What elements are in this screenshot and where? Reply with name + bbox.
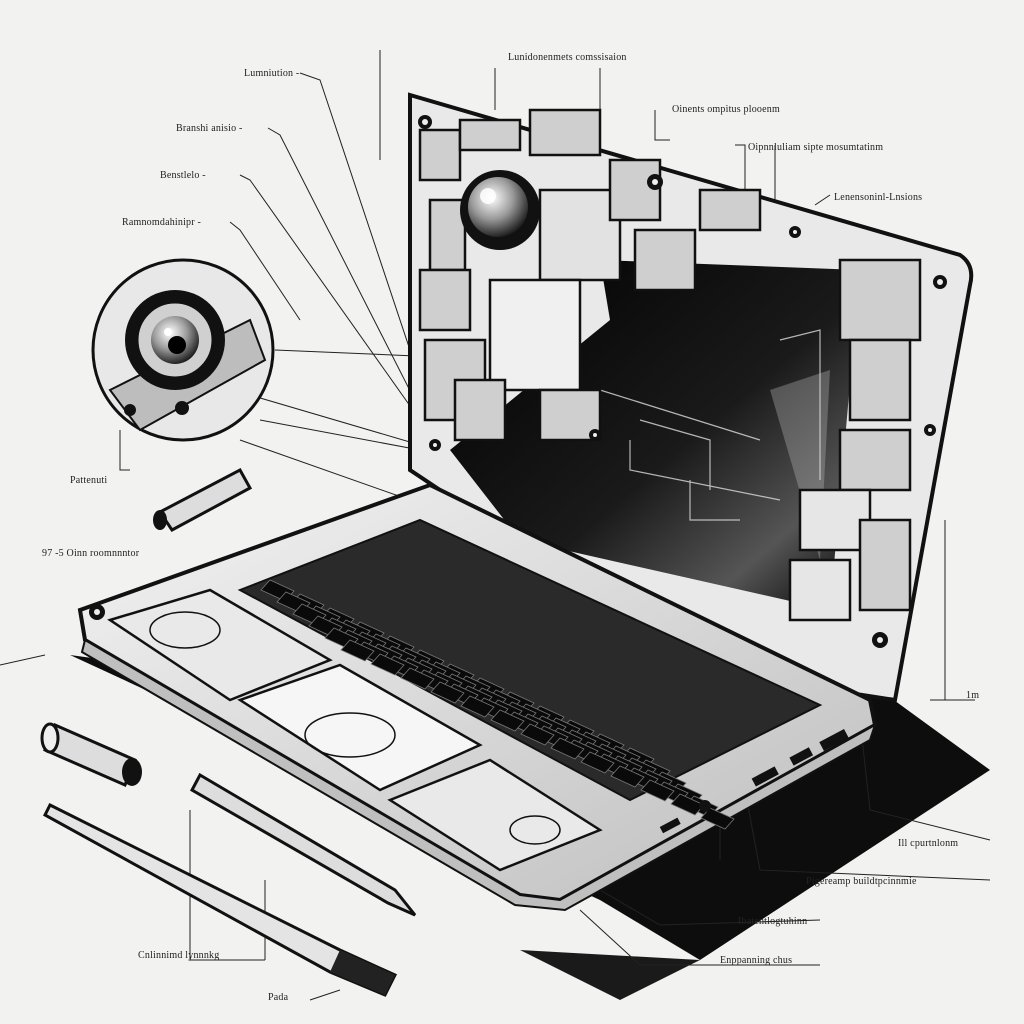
keyboard-key — [520, 723, 555, 746]
callout-top-right-2: Oipnnluliam sipte mosumtatinm — [748, 142, 883, 153]
callout-top-right-1: Oinents ompitus plooenm — [672, 104, 780, 115]
callout-top-left-3: Benstlelo - — [160, 170, 206, 181]
keyboard-key — [340, 639, 375, 662]
callout-right-bottom-2: Pigereamp buildtpcinnmie — [806, 876, 917, 887]
callout-right-bottom-3: Ibatentlogtuhinn — [738, 916, 807, 927]
callout-top-left-2: Branshi anisio - — [176, 123, 243, 134]
keyboard-key — [700, 807, 735, 830]
camera-lens-icon — [460, 170, 540, 250]
keyboard-key — [460, 695, 495, 718]
camera-detail-inset — [91, 258, 275, 442]
keyboard-key — [400, 667, 435, 690]
callout-top-left-1: Lumniution - — [244, 68, 299, 79]
keyboard-key — [430, 681, 465, 704]
callout-left-small: 97 -5 Oinn roomnnntor — [42, 548, 140, 559]
leader-lines — [0, 50, 991, 1001]
stylus-pen — [189, 772, 417, 917]
keyboard-key — [490, 709, 525, 732]
callout-bottom-center: Pada — [268, 992, 289, 1003]
callout-top-right-3: Lenensoninl-Lnsions — [834, 192, 922, 203]
pencil — [43, 802, 398, 997]
screen-panel — [450, 260, 860, 610]
callout-bottom-left: Cnlinnimd lynnnkg — [138, 950, 219, 961]
keyboard-key — [610, 765, 645, 788]
keyboard — [237, 518, 823, 802]
laptop-base — [77, 482, 878, 912]
keyboard-key — [370, 653, 405, 676]
keyboard-key — [550, 737, 585, 760]
cylinder-part — [40, 722, 142, 787]
callout-right-bottom-1: Ill cpurtnlonm — [898, 838, 958, 849]
callout-right-dim: 1m — [966, 690, 979, 701]
keyboard-keys — [260, 579, 735, 830]
callout-top-center: Lunidonenmets comssisaion — [508, 52, 627, 63]
callout-left-mid: Pattenuti — [70, 475, 107, 486]
laptop-lid — [408, 92, 974, 703]
loose-component-top — [153, 467, 253, 532]
callout-labels: Lumniution - Branshi anisio - Benstlelo … — [42, 52, 979, 1003]
keyboard-key — [580, 751, 615, 774]
keyboard-key — [640, 779, 675, 802]
callout-top-left-4: Ramnomdahinipr - — [122, 217, 201, 228]
keyboard-key — [670, 793, 705, 816]
callout-right-bottom-4: Enppanning chus — [720, 955, 792, 966]
